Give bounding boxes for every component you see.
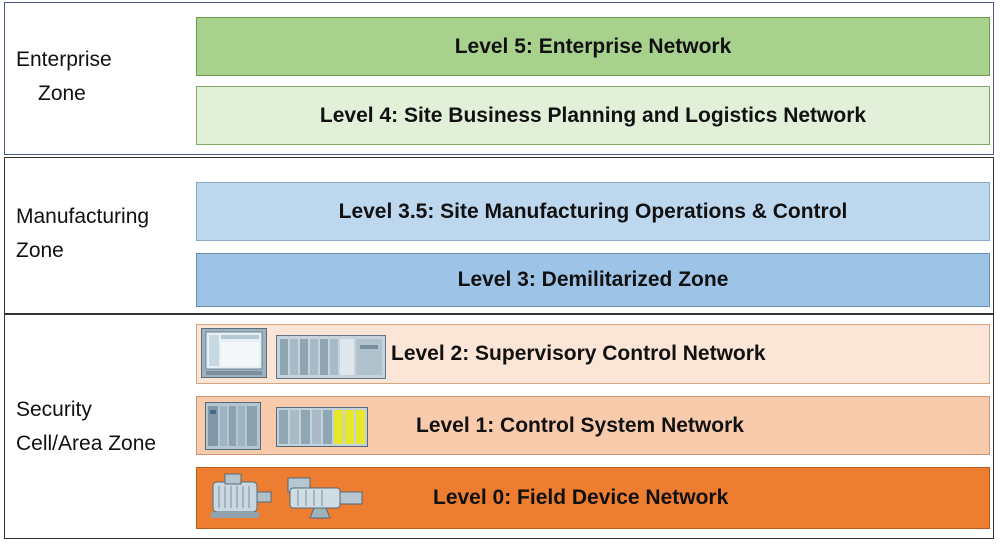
level-3-5-bar: Level 3.5: Site Manufacturing Operations… [196,182,990,241]
level-3-5-label: Level 3.5: Site Manufacturing Operations… [338,199,848,223]
motor-icon [207,472,275,522]
security-zone-label-line2: Cell/Area Zone [16,431,157,455]
level-4-label: Level 4: Site Business Planning and Logi… [319,103,867,127]
enterprise-zone: Enterprise Zone [4,2,994,155]
security-zone-label-line1: Security [16,398,92,421]
level-1-label: Level 1: Control System Network [416,413,744,437]
level-0-label: Level 0: Field Device Network [433,486,729,509]
io-module-rack-icon [276,407,368,447]
plc-module-icon [205,402,261,450]
level-3-label: Level 3: Demilitarized Zone [457,268,729,291]
level-5-bar: Level 5: Enterprise Network [196,17,990,76]
security-zone: Security Cell/Area Zone [4,314,994,539]
enterprise-zone-label-line2: Zone [38,81,86,105]
level-2-label: Level 2: Supervisory Control Network [391,342,766,365]
server-rack-icon [276,335,386,379]
security-zone-label: Security Cell/Area Zone [16,393,156,460]
manufacturing-zone-label: Manufacturing Zone [16,200,149,267]
level-4-bar: Level 4: Site Business Planning and Logi… [196,86,990,145]
manufacturing-zone-label-line1: Manufacturing [16,205,150,228]
servo-motor-icon [284,472,368,522]
manufacturing-zone: Manufacturing Zone [4,157,994,314]
manufacturing-zone-label-line2: Zone [16,238,64,262]
enterprise-zone-label: Enterprise Zone [16,43,112,110]
level-3-bar: Level 3: Demilitarized Zone [196,253,990,307]
enterprise-zone-label-line1: Enterprise [16,48,112,71]
level-5-label: Level 5: Enterprise Network [454,34,732,58]
hmi-panel-icon [201,328,267,378]
